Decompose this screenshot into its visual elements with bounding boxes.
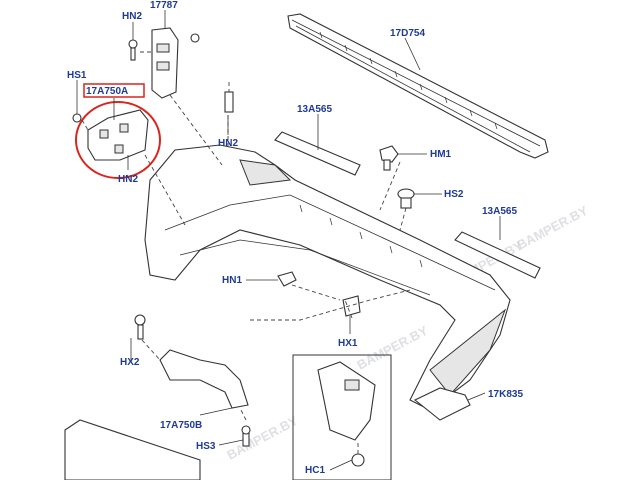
label-hs2: HS2 bbox=[444, 189, 464, 200]
trim-17k835 bbox=[413, 387, 471, 421]
label-hn1: HN1 bbox=[222, 275, 242, 286]
highlight-box bbox=[83, 83, 145, 98]
watermark-2: BAMPER.BY bbox=[514, 203, 590, 253]
clip-hx2 bbox=[134, 314, 146, 340]
label-hc1: HC1 bbox=[305, 465, 325, 476]
reflector-right bbox=[454, 231, 541, 279]
watermark-3: BAMPER.BY bbox=[354, 323, 430, 373]
screw-hn2-top bbox=[128, 39, 138, 61]
label-17d754: 17D754 bbox=[390, 28, 425, 39]
bumper-cover bbox=[144, 144, 511, 411]
reflector-left bbox=[274, 131, 361, 176]
clip-hx1 bbox=[342, 295, 361, 317]
label-17a750b: 17A750B bbox=[160, 420, 202, 431]
clip-hs2 bbox=[397, 188, 415, 209]
label-13a565-top: 13A565 bbox=[297, 104, 332, 115]
label-17a750a: 17A750A bbox=[86, 86, 128, 97]
label-17k835: 17K835 bbox=[488, 389, 523, 400]
label-hx2: HX2 bbox=[120, 357, 140, 368]
label-hs3: HS3 bbox=[196, 441, 216, 452]
bracket-17a750a bbox=[87, 109, 149, 161]
nut-hn1 bbox=[277, 271, 297, 287]
screw-hs3 bbox=[241, 425, 251, 447]
bolt-hn2-mid bbox=[224, 82, 234, 113]
label-hn2-mid: HN2 bbox=[218, 138, 238, 149]
label-hs1: HS1 bbox=[67, 70, 87, 81]
highlight-circle bbox=[75, 101, 161, 179]
bracket-17a750b bbox=[159, 349, 249, 409]
label-hn2-left: HN2 bbox=[118, 174, 138, 185]
watermark-4: BAMPER.BY bbox=[224, 413, 300, 463]
bracket-17787 bbox=[151, 27, 200, 99]
inset-detail bbox=[292, 354, 392, 480]
label-17787: 17787 bbox=[150, 0, 178, 11]
leader-lines bbox=[76, 10, 501, 471]
label-13a565-right: 13A565 bbox=[482, 206, 517, 217]
reinforcement-bar bbox=[287, 13, 549, 159]
clip-hs1 bbox=[72, 113, 82, 123]
label-hm1: HM1 bbox=[430, 149, 452, 160]
lower-grille bbox=[64, 419, 201, 480]
assembly-lines bbox=[81, 51, 411, 454]
label-hn2-top: HN2 bbox=[122, 11, 142, 22]
label-hx1: HX1 bbox=[338, 338, 358, 349]
clip-hm1 bbox=[379, 145, 399, 171]
